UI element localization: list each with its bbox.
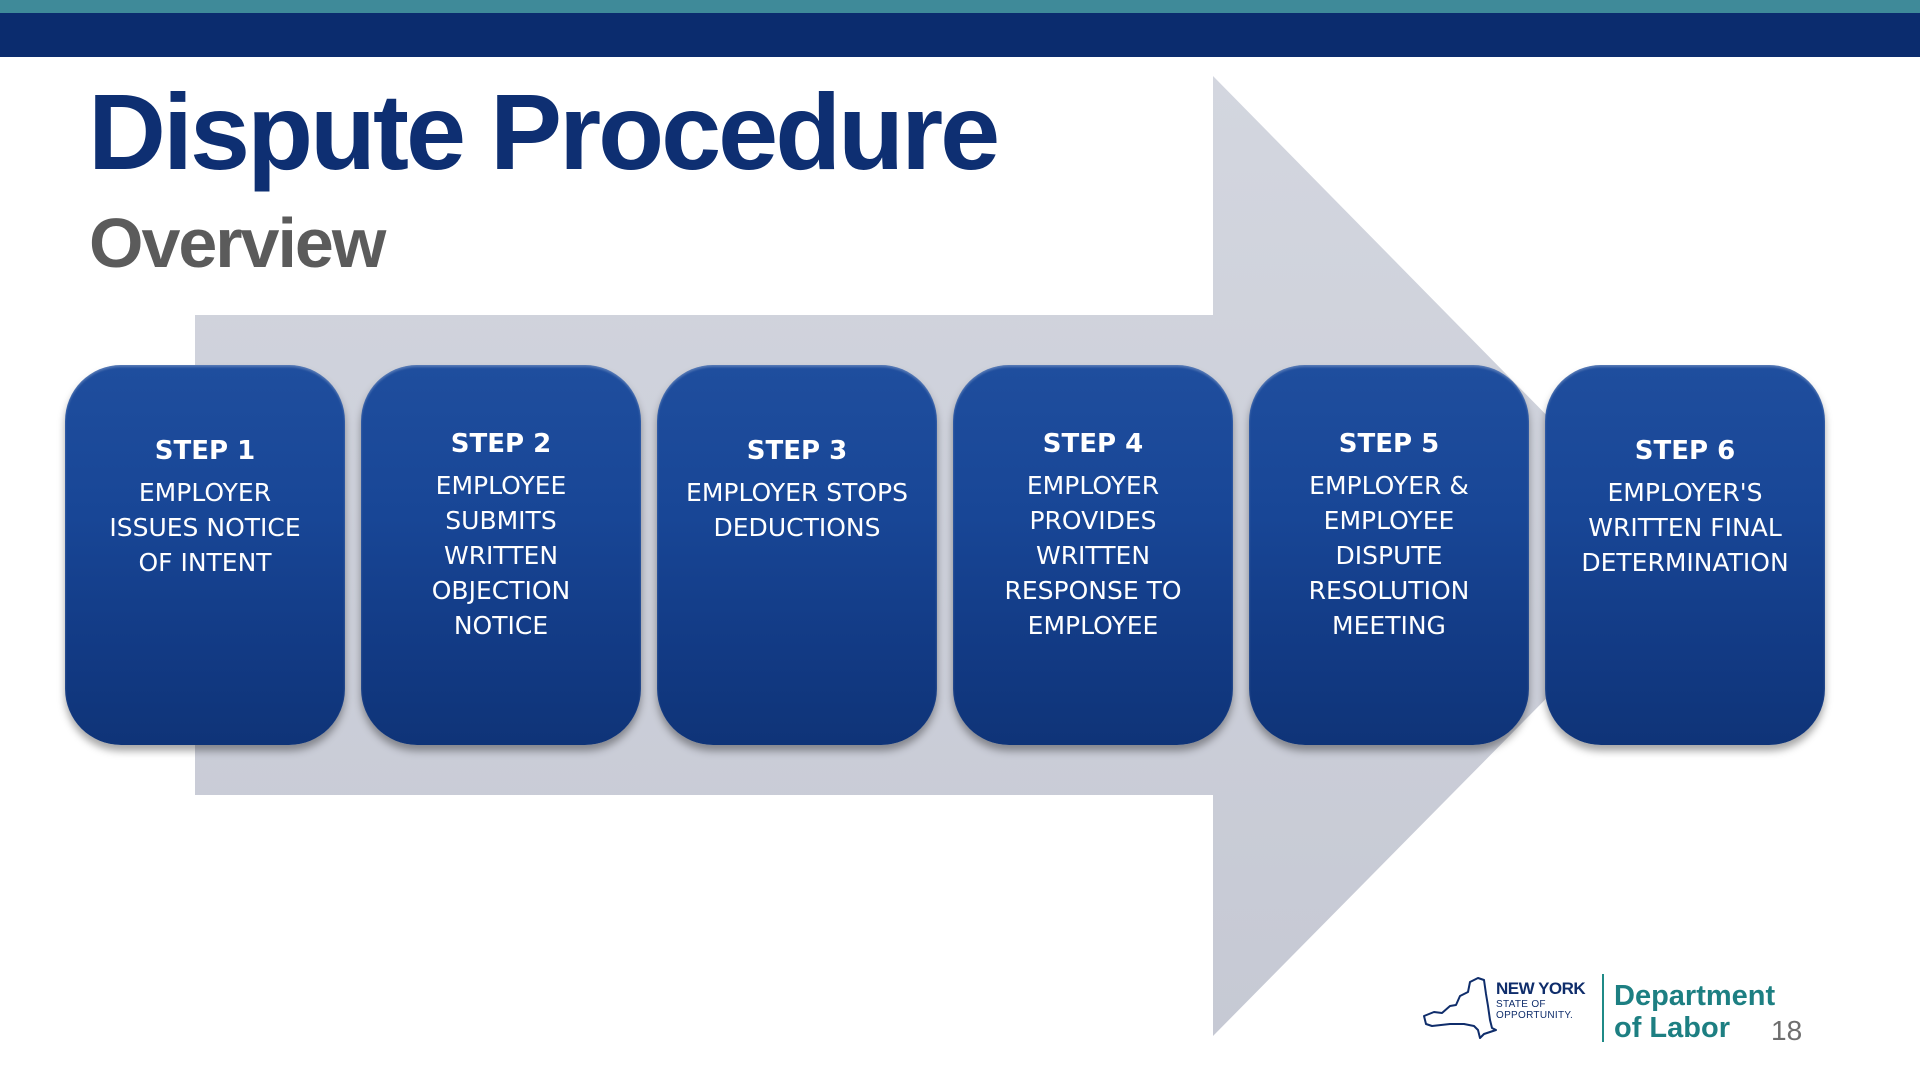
step-label: STEP 6 [1634,436,1736,466]
department-name: Department of Labor [1614,980,1775,1044]
nys-tagline-2: OPPORTUNITY. [1496,1010,1574,1021]
nys-dol-logo: NEW YORK STATE OF OPPORTUNITY. Departmen… [1420,968,1820,1048]
step-line: OF INTENT [138,547,272,577]
nys-wordmark: NEW YORK STATE OF OPPORTUNITY. [1496,979,1586,1021]
step-description: EMPLOYEE SUBMITS WRITTEN OBJECTION NOTIC… [373,468,629,643]
dept-line-1: Department [1614,980,1776,1012]
arrow-shape [195,76,1686,1036]
step-line: EMPLOYER'S [1607,477,1763,507]
step-label: STEP 2 [450,429,552,460]
step-line: ISSUES NOTICE [109,512,301,542]
step-line: NOTICE [453,611,549,641]
nys-name: NEW YORK [1496,979,1586,998]
step-line: OBJECTION [431,576,571,606]
step-line: WRITTEN FINAL [1588,512,1782,542]
step-line: EMPLOYER & [1309,471,1469,501]
step-line: DISPUTE [1335,541,1443,571]
header-stripe-teal [0,0,1920,13]
page-number: 18 [1771,1015,1803,1046]
step-line: EMPLOYEE [1027,611,1159,641]
step-description: EMPLOYER'S WRITTEN FINAL DETERMINATION [1557,475,1813,580]
new-york-state-outline-icon [1423,977,1497,1039]
step-description: EMPLOYER ISSUES NOTICE OF INTENT [77,475,333,580]
step-box-6: STEP 6 EMPLOYER'S WRITTEN FINAL DETERMIN… [1545,365,1825,745]
step-box-4: STEP 4 EMPLOYER PROVIDES WRITTEN RESPONS… [953,365,1233,745]
step-line: EMPLOYER [138,477,272,507]
step-line: EMPLOYEE [435,471,567,501]
step-description: EMPLOYER & EMPLOYEE DISPUTE RESOLUTION M… [1261,468,1517,643]
header-stripe-navy [0,13,1920,57]
step-line: EMPLOYER STOPS [686,477,908,507]
step-label: STEP 1 [154,436,256,466]
slide-subtitle: Overview [89,204,386,282]
step-description: EMPLOYER STOPS DEDUCTIONS [669,475,925,545]
step-line: RESPONSE TO [1004,576,1182,606]
step-line: RESOLUTION [1308,576,1470,606]
step-description: EMPLOYER PROVIDES WRITTEN RESPONSE TO EM… [965,468,1221,643]
step-box-3: STEP 3 EMPLOYER STOPS DEDUCTIONS [657,365,937,745]
step-line: PROVIDES [1029,506,1157,536]
step-label: STEP 3 [746,436,848,466]
step-line: EMPLOYER [1026,471,1160,501]
step-box-5: STEP 5 EMPLOYER & EMPLOYEE DISPUTE RESOL… [1249,365,1529,745]
step-line: WRITTEN [1035,541,1151,571]
step-line: DEDUCTIONS [713,512,881,542]
slide-title: Dispute Procedure [88,71,1000,192]
step-line: WRITTEN [443,541,559,571]
dept-line-2: of Labor [1614,1012,1730,1044]
nys-tagline-1: STATE OF [1496,999,1546,1010]
step-box-1: STEP 1 EMPLOYER ISSUES NOTICE OF INTENT [65,365,345,745]
logo-divider [1602,974,1604,1042]
step-box-2: STEP 2 EMPLOYEE SUBMITS WRITTEN OBJECTIO… [361,365,641,745]
step-line: DETERMINATION [1581,547,1789,577]
step-line: EMPLOYEE [1323,506,1455,536]
step-label: STEP 5 [1338,429,1440,460]
step-line: SUBMITS [445,506,557,536]
step-label: STEP 4 [1042,429,1144,460]
steps-row: STEP 1 EMPLOYER ISSUES NOTICE OF INTENT … [65,365,1825,745]
step-line: MEETING [1332,611,1446,641]
